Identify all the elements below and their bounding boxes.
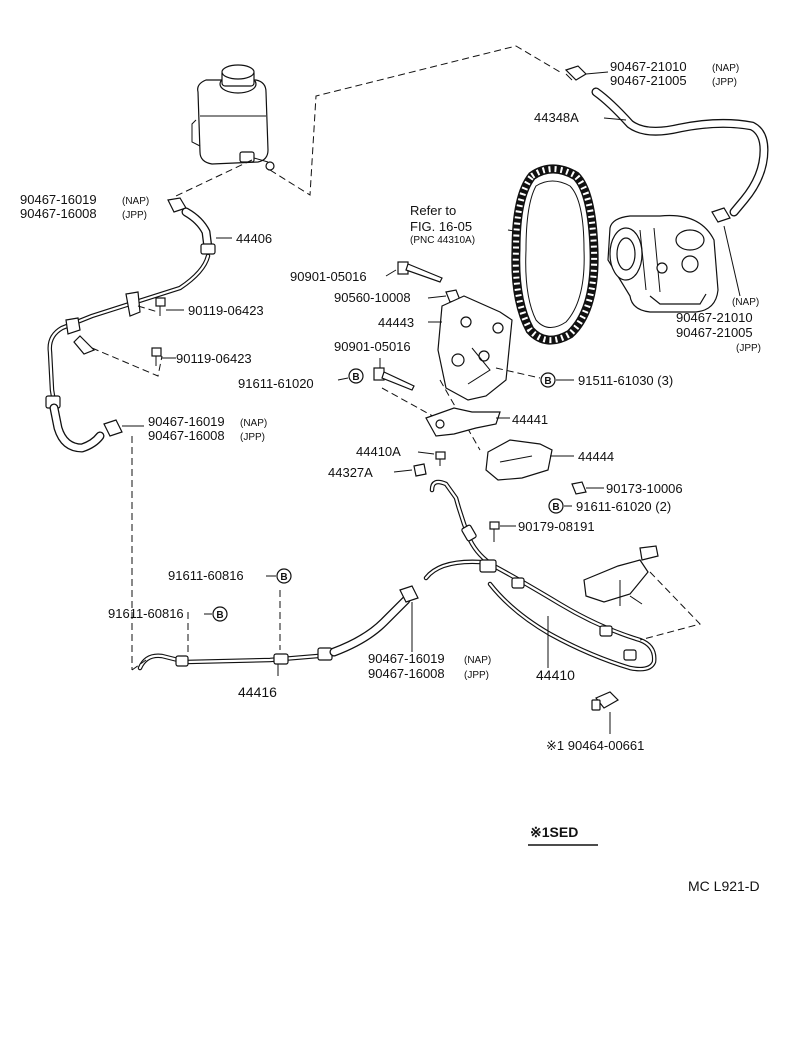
label-bolt-91611-60816-b: 91611-60816 <box>108 606 184 621</box>
bolt-icon <box>155 297 166 316</box>
steering-gear-stub <box>583 545 659 606</box>
bottom-right-clamp-icon <box>591 691 619 711</box>
label-clamp-left-b: 90467-16008 <box>20 206 97 221</box>
b-symbol-icon: B <box>348 368 364 384</box>
figure-code: MC L921-D <box>688 878 760 894</box>
bolt-icon <box>435 451 446 466</box>
label-refer-line2: FIG. 16-05 <box>410 219 472 234</box>
b-symbol-icon: B <box>212 606 228 622</box>
label-washer-90560: 90560-10008 <box>334 290 411 305</box>
label-tube-44410: 44410 <box>536 667 575 683</box>
label-bolt-91611-60816-a: 91611-60816 <box>168 568 244 583</box>
long-bolt-icon <box>397 261 443 283</box>
power-steering-pump <box>607 214 719 313</box>
bracket-44443 <box>437 295 513 401</box>
label-clamp-left2-a: 90467-16019 <box>148 414 225 429</box>
label-clamp-top-right-a-note: (NAP) <box>712 63 739 74</box>
label-clamp-bottom-b: 90467-16008 <box>368 666 445 681</box>
label-clamp-top-right-b-note: (JPP) <box>712 77 737 88</box>
reservoir-tank <box>191 64 275 171</box>
bolt-icon <box>151 347 162 366</box>
label-clamp-left2-b-note: (JPP) <box>240 432 265 443</box>
label-clamp-bottom-a-note: (NAP) <box>464 655 491 666</box>
label-pump-note-jpp: (JPP) <box>736 343 761 354</box>
bracket-44441 <box>425 407 501 437</box>
label-clamp-left-a: 90467-16019 <box>20 192 97 207</box>
pump-clamp-icon <box>711 207 731 223</box>
label-bolt-90901-top: 90901-05016 <box>290 269 367 284</box>
label-hose-44406: 44406 <box>236 231 272 246</box>
label-bolt-90119-a: 90119-06423 <box>188 303 264 318</box>
left-clamp-lower-icon <box>103 419 123 437</box>
label-hose-44348a: 44348A <box>534 110 579 125</box>
label-pump-clamp-a: 90467-21010 <box>676 310 753 325</box>
b-symbol-icon: B <box>540 372 556 388</box>
svg-text:B: B <box>216 610 223 621</box>
label-clamp-left2-b: 90467-16008 <box>148 428 225 443</box>
label-bolt-91511-61030: 91511-61030 (3) <box>578 373 673 388</box>
label-clamp-top-right-a: 90467-21010 <box>610 59 687 74</box>
long-bolt-icon <box>373 367 415 391</box>
bracket-44444 <box>485 439 553 481</box>
clamp-icon <box>564 65 587 81</box>
leader-reservoir-clamp <box>269 45 561 196</box>
nut-icon <box>571 481 587 495</box>
label-clamp-bottom-b-note: (JPP) <box>464 670 489 681</box>
label-bolt-91611-61020-2: 91611-61020 (2) <box>576 499 671 514</box>
svg-text:B: B <box>552 502 559 513</box>
footnote-sed: ※1SED <box>530 824 578 840</box>
svg-text:B: B <box>352 372 359 383</box>
label-clamp-left2-a-note: (NAP) <box>240 418 267 429</box>
label-bolt-91611-61020: 91611-61020 <box>238 376 314 391</box>
label-clamp-left-b-note: (JPP) <box>122 210 147 221</box>
label-refer-line1: Refer to <box>410 203 456 218</box>
bolt-icon <box>489 521 500 542</box>
label-nut-90173: 90173-10006 <box>606 481 683 496</box>
leader-reservoir-left-clamp <box>175 159 253 197</box>
label-bolt-90179: 90179-08191 <box>518 519 595 534</box>
label-hose-44416: 44416 <box>238 684 277 700</box>
label-bracket-44441: 44441 <box>512 412 548 427</box>
label-clamp-90464: ※1 90464-00661 <box>546 738 644 753</box>
label-bracket-44443: 44443 <box>378 315 414 330</box>
label-refer-line3: (PNC 44310A) <box>410 235 475 246</box>
label-clamp-top-right-b: 90467-21005 <box>610 73 687 88</box>
label-pump-clamp-b: 90467-21005 <box>676 325 753 340</box>
svg-text:B: B <box>280 572 287 583</box>
label-clamp-bottom-a: 90467-16019 <box>368 651 445 666</box>
label-bracket-44444: 44444 <box>578 449 614 464</box>
b-symbol-icon: B <box>276 568 292 584</box>
label-bolt-44410a: 44410A <box>356 444 401 459</box>
label-pump-note-nap: (NAP) <box>732 297 759 308</box>
union-icon <box>413 463 427 477</box>
label-bolt-90119-b: 90119-06423 <box>176 351 252 366</box>
label-clamp-left-a-note: (NAP) <box>122 196 149 207</box>
drive-belt-icon <box>511 164 599 345</box>
label-union-44327a: 44327A <box>328 465 373 480</box>
label-bolt-90901-mid: 90901-05016 <box>334 339 411 354</box>
svg-text:B: B <box>544 376 551 387</box>
b-symbol-icon: B <box>548 498 564 514</box>
bottom-clamp-icon <box>399 585 419 603</box>
return-hose-44348a <box>591 87 769 217</box>
